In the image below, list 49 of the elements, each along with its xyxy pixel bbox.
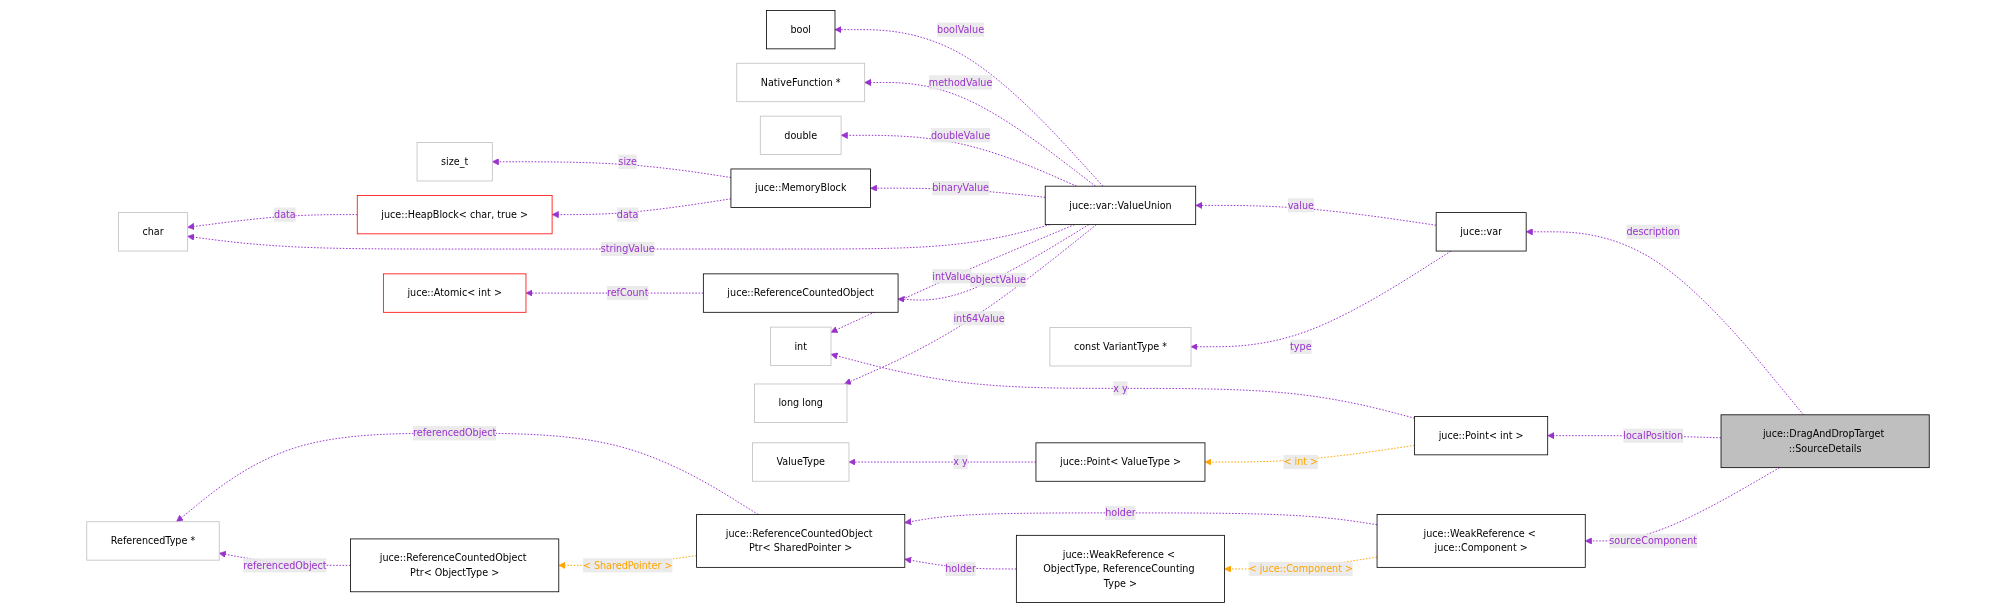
node-box: size_t [416, 142, 493, 182]
node-box: juce::var::ValueUnion [1044, 185, 1196, 225]
node-box: juce::DragAndDropTarget ::SourceDetails [1720, 414, 1930, 469]
edge-label: description [1625, 226, 1680, 238]
node-box: ReferencedType * [85, 521, 220, 561]
node-box: const VariantType * [1049, 327, 1191, 367]
edge-label: objectValue [969, 274, 1026, 286]
node-box: juce::ReferenceCountedObject Ptr< SharedPointer > [695, 514, 905, 568]
edge-label: binaryValue [931, 182, 989, 194]
edge-label: stringValue [600, 243, 655, 255]
node-box: juce::HeapBlock< char, true > [356, 195, 552, 235]
edge-label: holder [944, 563, 976, 575]
edge-label: intValue [931, 270, 971, 282]
node-box: juce::var [1435, 212, 1527, 252]
edge-label: data [273, 209, 296, 221]
node-box: bool [765, 10, 835, 50]
edge-label: < SharedPointer > [582, 559, 673, 571]
node-box: juce::WeakReference < juce::Component > [1376, 514, 1586, 568]
edge-label: < juce::Component > [1248, 563, 1353, 575]
edge-label: type [1289, 341, 1312, 353]
node-box: juce::ReferenceCountedObject Ptr< ObjectType > [349, 538, 559, 593]
edge-label: localPosition [1622, 430, 1683, 442]
edge-label: referencedObject [242, 559, 327, 571]
node-box: juce::Atomic< int > [382, 273, 526, 313]
node-box: juce::Point< int > [1413, 416, 1548, 456]
edge-label: x y [952, 456, 968, 468]
node-box: char [117, 212, 188, 252]
edge-label: x y [1112, 382, 1128, 394]
edge-label: value [1287, 199, 1314, 212]
node-box: double [759, 115, 841, 155]
node-box: ValueType [751, 442, 849, 482]
edge-label: < int > [1282, 456, 1318, 468]
edge-label: refCount [606, 287, 648, 299]
edge-label: data [616, 209, 639, 221]
edge-label: methodValue [928, 76, 992, 89]
edge-label: referencedObject [412, 427, 496, 439]
node-box: juce::WeakReference < ObjectType, ReferenceCounting Type > [1015, 534, 1225, 603]
edge-label: sourceComponent [1608, 535, 1697, 547]
node-box: NativeFunction * [735, 62, 865, 103]
edge-label: int64Value [952, 312, 1005, 325]
node-box: long long [753, 383, 847, 423]
node-box: int [769, 326, 831, 366]
edge-label: size [617, 156, 637, 168]
edge-label: holder [1104, 507, 1136, 519]
node-box: juce::ReferenceCountedObject [702, 273, 898, 313]
edge-label: boolValue [936, 24, 984, 36]
edge-label: doubleValue [930, 129, 990, 141]
node-box: juce::Point< ValueType > [1035, 442, 1205, 482]
node-box: juce::MemoryBlock [730, 168, 871, 208]
